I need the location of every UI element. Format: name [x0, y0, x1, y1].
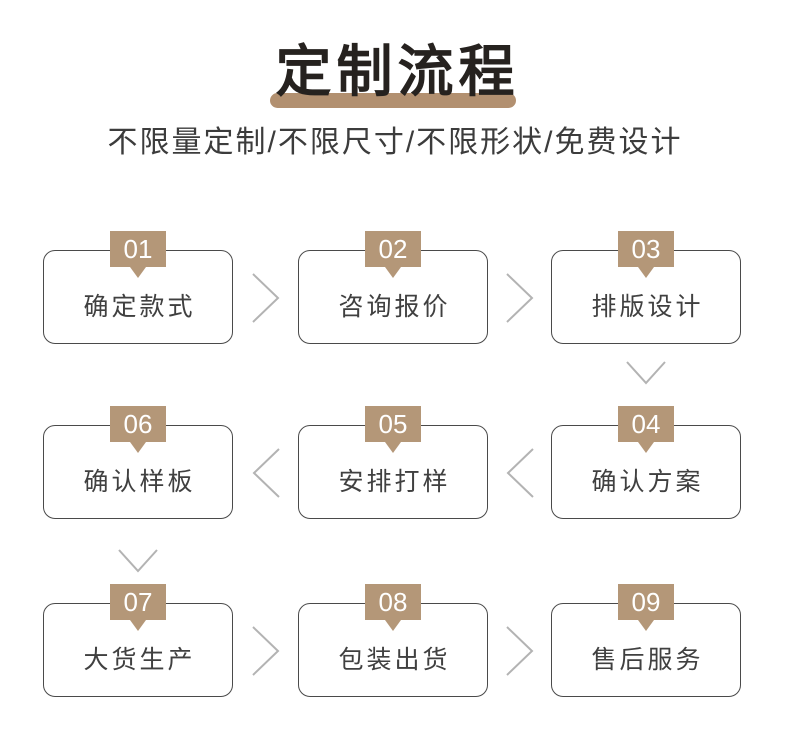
step-number: 01	[123, 234, 153, 264]
step-box: 06 确认样板	[43, 406, 233, 519]
step-number: 04	[631, 409, 661, 439]
arrow-down-icon	[118, 549, 158, 573]
step-number: 05	[378, 409, 408, 439]
step-label: 包装出货	[338, 646, 451, 674]
step-number: 03	[631, 234, 661, 264]
step-label: 确定款式	[83, 293, 196, 321]
step-box: 07 大货生产	[43, 584, 233, 697]
arrow-right-icon	[252, 626, 280, 676]
step-label: 确认样板	[83, 468, 196, 496]
tag-pointer-icon	[638, 442, 654, 453]
step-number: 08	[378, 587, 408, 617]
title-underline-bar	[269, 93, 516, 108]
step-label: 售后服务	[591, 646, 704, 674]
step-box: 01 确定款式	[43, 231, 233, 344]
tag-pointer-icon	[130, 620, 146, 631]
step-number-tag: 06	[110, 406, 166, 453]
tag-pointer-icon	[385, 267, 401, 278]
arrow-left-icon	[506, 448, 534, 498]
tag-pointer-icon	[130, 442, 146, 453]
step-number-tag: 08	[365, 584, 421, 631]
step-number-tag: 02	[365, 231, 421, 278]
step-box: 08 包装出货	[298, 584, 488, 697]
title-wrap: 定制流程	[269, 44, 516, 108]
step-number-tag: 04	[618, 406, 674, 453]
step-box: 05 安排打样	[298, 406, 488, 519]
step-number: 06	[123, 409, 153, 439]
step-number-tag: 01	[110, 231, 166, 278]
step-number-tag: 03	[618, 231, 674, 278]
step-label: 排版设计	[591, 293, 704, 321]
page-subtitle: 不限量定制/不限尺寸/不限形状/免费设计	[107, 126, 683, 159]
arrow-right-icon	[506, 273, 534, 323]
step-box: 03 排版设计	[551, 231, 741, 344]
step-box: 02 咨询报价	[298, 231, 488, 344]
tag-pointer-icon	[130, 267, 146, 278]
step-label: 安排打样	[338, 468, 451, 496]
step-number: 09	[631, 587, 661, 617]
step-box: 09 售后服务	[551, 584, 741, 697]
tag-pointer-icon	[638, 267, 654, 278]
step-number: 07	[123, 587, 153, 617]
step-label: 咨询报价	[338, 293, 451, 321]
step-number-tag: 05	[365, 406, 421, 453]
page-title: 定制流程	[275, 40, 520, 103]
tag-pointer-icon	[638, 620, 654, 631]
arrow-right-icon	[252, 273, 280, 323]
arrow-left-icon	[252, 448, 280, 498]
step-box: 04 确认方案	[551, 406, 741, 519]
step-number-tag: 09	[618, 584, 674, 631]
page-header: 定制流程 不限量定制/不限尺寸/不限形状/免费设计	[0, 0, 790, 160]
step-label: 大货生产	[83, 646, 196, 674]
step-label: 确认方案	[591, 468, 704, 496]
arrow-down-icon	[626, 361, 666, 385]
arrow-right-icon	[506, 626, 534, 676]
step-number: 02	[378, 234, 408, 264]
tag-pointer-icon	[385, 620, 401, 631]
tag-pointer-icon	[385, 442, 401, 453]
step-number-tag: 07	[110, 584, 166, 631]
